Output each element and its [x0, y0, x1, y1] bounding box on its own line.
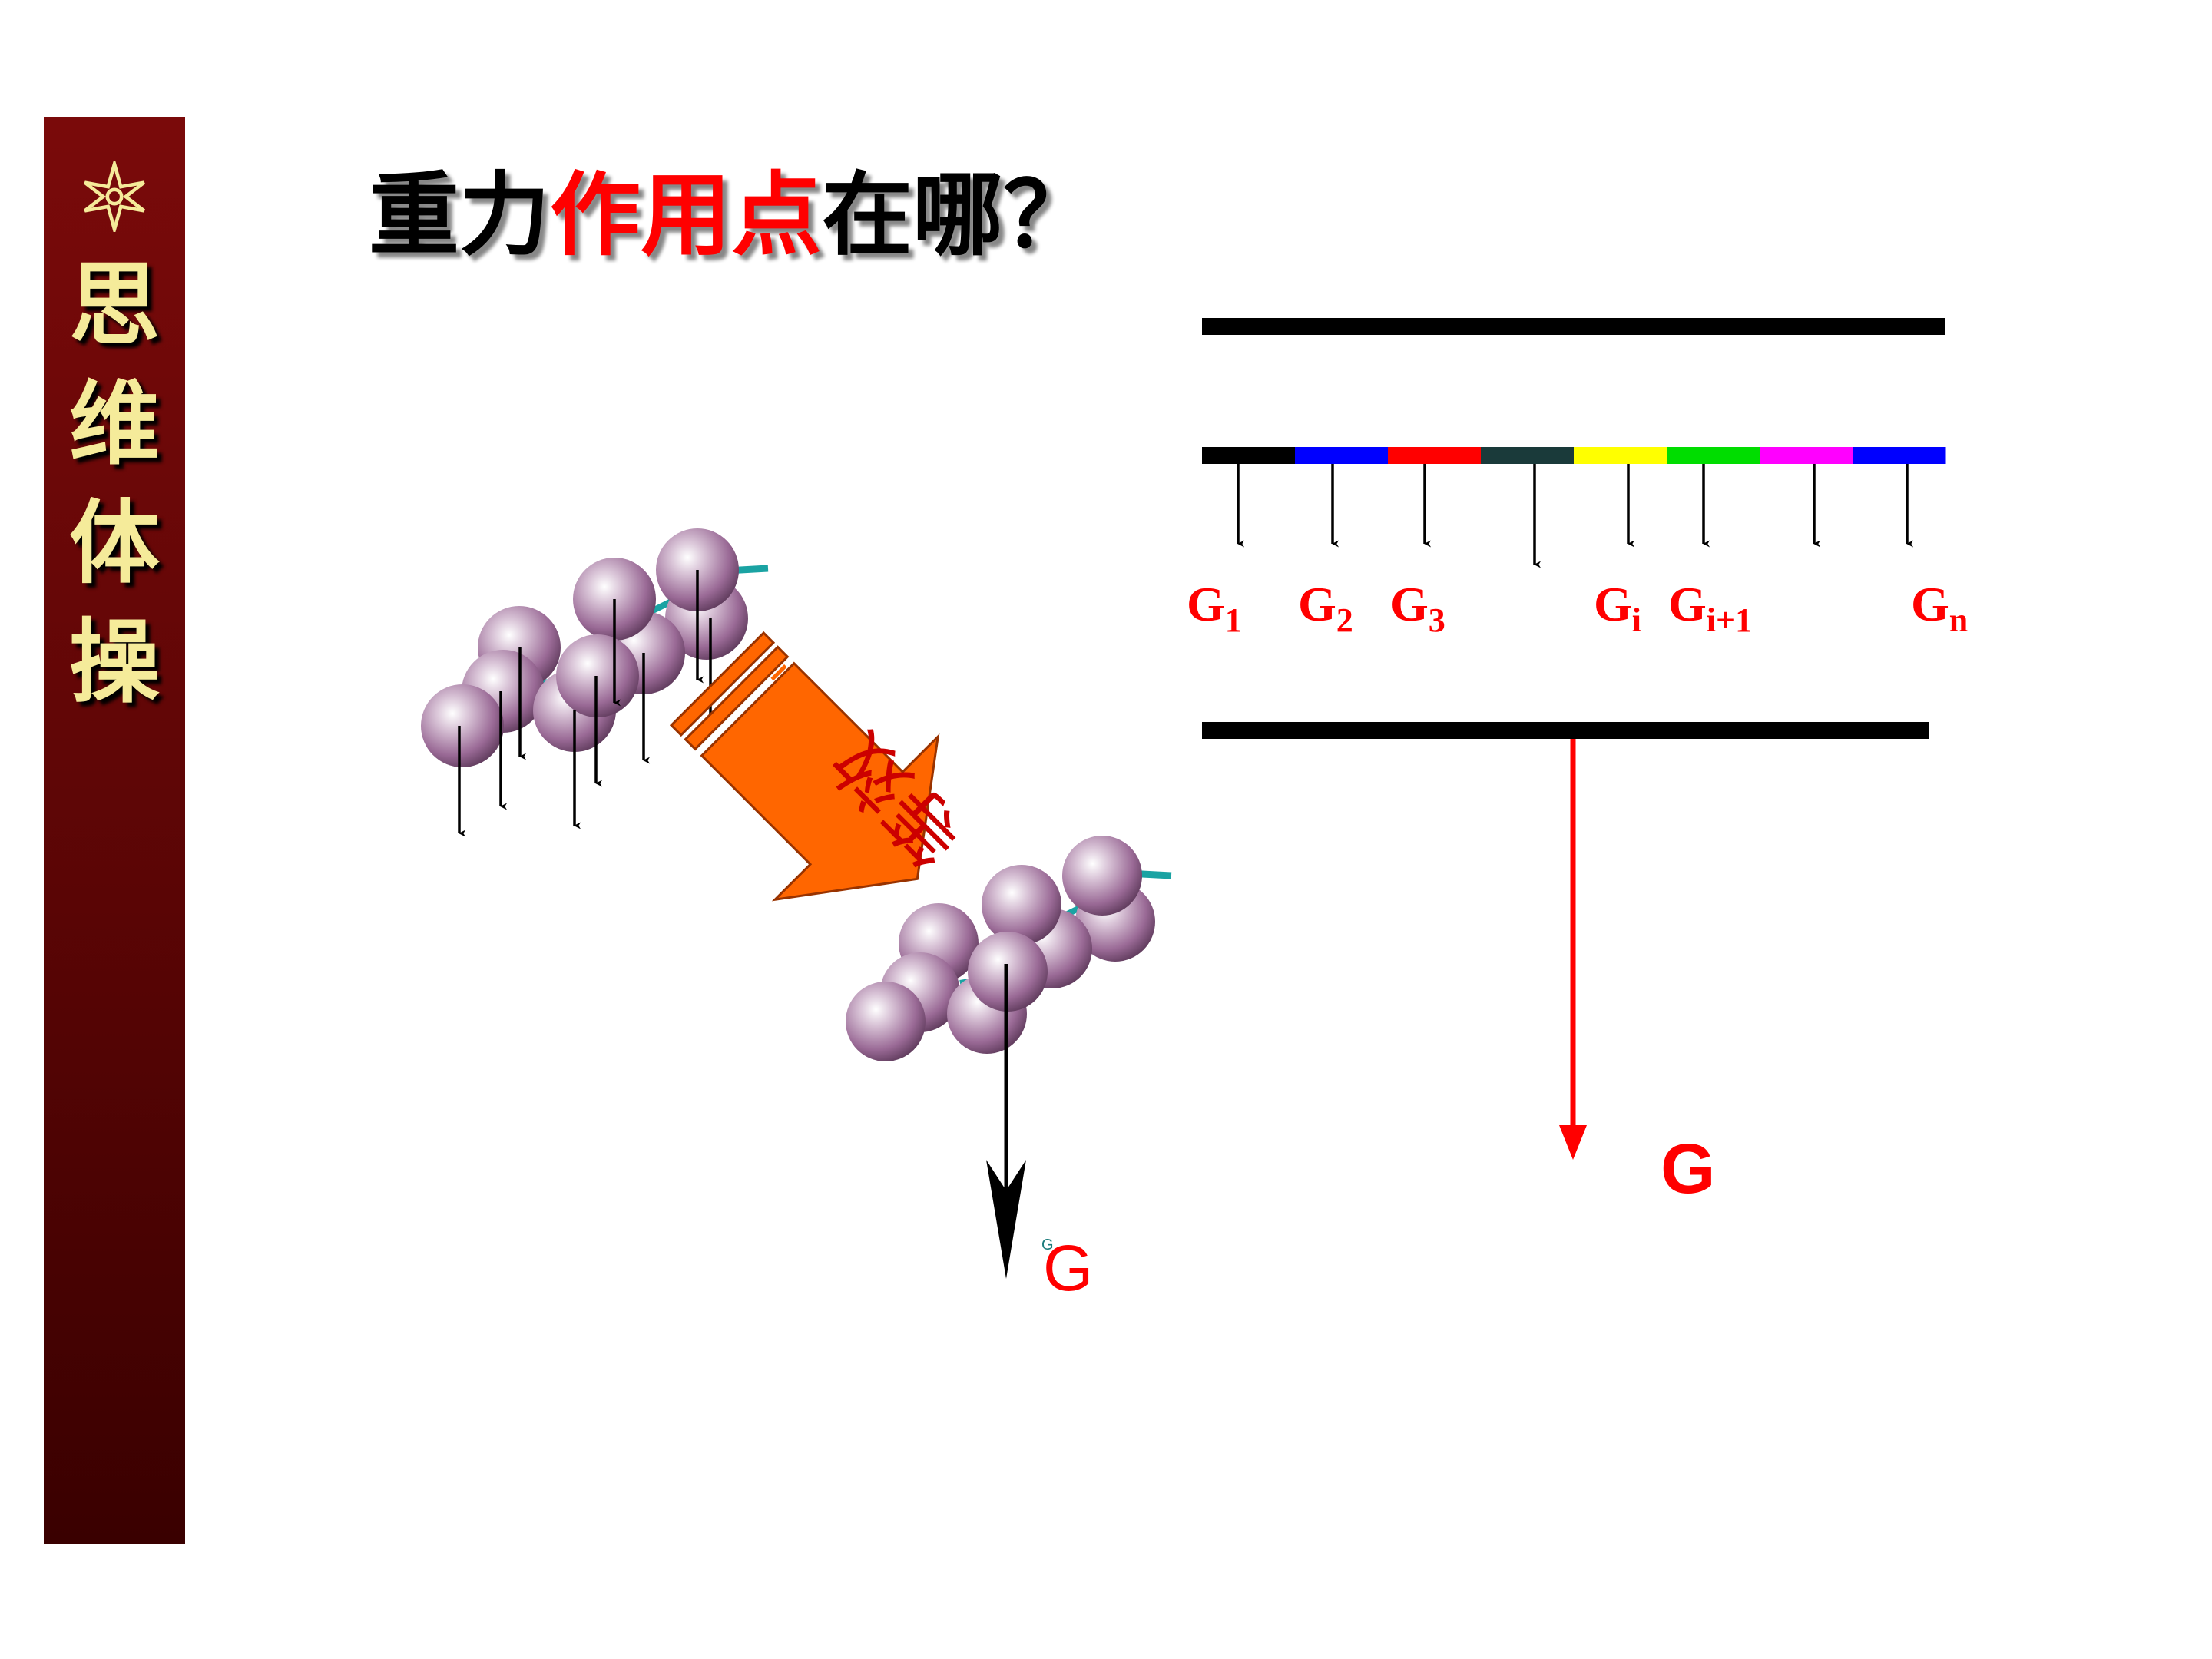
sidebar-char: 维	[68, 371, 160, 477]
sidebar-char: 操	[68, 609, 160, 715]
rod-segment	[1574, 447, 1667, 464]
left-resultant-label: G	[1043, 1232, 1093, 1304]
title-part: 在哪？	[822, 162, 1094, 268]
equivalent-arrow	[669, 631, 940, 902]
sidebar-char: 体	[68, 490, 160, 596]
rod-segment	[1481, 447, 1575, 464]
left-resultant-arrow	[986, 964, 1026, 1279]
rod-segment	[1667, 447, 1760, 464]
page-title: 重力作用点在哪？	[369, 157, 1094, 273]
segment-force-arrows	[1237, 464, 1914, 568]
sidebar-banner: 思 维 体 操	[44, 117, 185, 1544]
force-label-gi: Gi	[1594, 577, 1641, 639]
force-label-gi1: Gi+1	[1668, 577, 1752, 639]
rod-segment	[1760, 447, 1853, 464]
title-part: 重力	[369, 162, 551, 268]
right-resultant-arrow	[1559, 739, 1587, 1160]
star-burst-icon	[83, 161, 146, 232]
segmented-rod	[1202, 447, 1946, 464]
rod-segment	[1388, 447, 1482, 464]
title-highlight: 作用点	[550, 162, 823, 268]
force-label-gn: Gn	[1911, 577, 1968, 639]
force-labels: G1 G2 G3 Gi Gi+1 Gn	[1187, 577, 1968, 639]
rod-segment	[1853, 447, 1946, 464]
force-label-g2: G2	[1298, 577, 1353, 639]
rod-segment	[1202, 447, 1296, 464]
sidebar-char: 思	[68, 252, 160, 358]
left-resultant-small-label: G	[1041, 1237, 1054, 1253]
rod-segment	[1295, 447, 1389, 464]
top-rod	[1202, 318, 1945, 335]
left-sphere-cluster	[421, 528, 769, 837]
force-label-g3: G3	[1390, 577, 1445, 639]
force-label-g1: G1	[1187, 577, 1242, 639]
bottom-rod	[1202, 722, 1929, 739]
right-resultant-label: G	[1661, 1130, 1716, 1208]
